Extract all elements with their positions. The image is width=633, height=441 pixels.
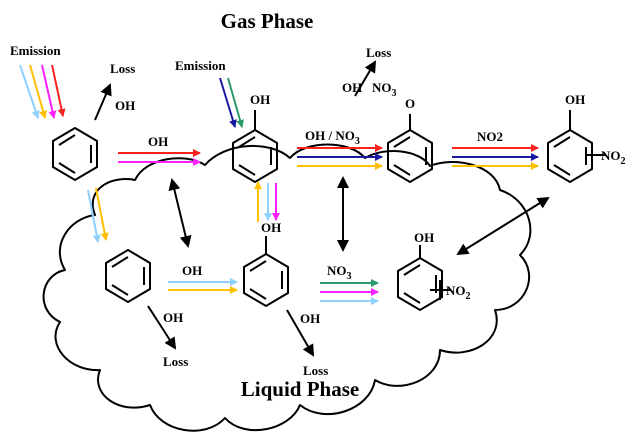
phenol-gas-oh-group: OH (250, 92, 270, 107)
nitrophenol-gas (547, 110, 605, 184)
dissolve-arrow-orange (95, 187, 109, 241)
loss-arrow-phenol-gas (354, 60, 377, 97)
exchange-arrow-nitrophenol (456, 196, 550, 256)
nitrophenol-liquid (397, 245, 450, 312)
phenol-liquid-oh-group: OH (261, 220, 281, 235)
oh-label-benzene-gas-loss: OH (115, 98, 135, 113)
emission-arrow-blue-mid (219, 77, 237, 128)
emission-label-left: Emission (10, 43, 61, 58)
benzene-liquid (105, 248, 151, 304)
emission-arrow-green-mid (227, 77, 244, 128)
emission-arrow-red (51, 64, 66, 117)
no3-label-phenol-gas-loss: NO3 (372, 80, 397, 99)
phenoxy-o-label: O (405, 96, 415, 111)
gas-phase-title: Gas Phase (221, 9, 314, 33)
oh-arrow-label-liquid: OH (182, 263, 202, 278)
loss-label-phenol-liquid: Loss (303, 363, 328, 378)
oh-arrow-label-gas: OH (148, 134, 168, 149)
loss-arrow-benzene-gas (94, 83, 112, 121)
nitrophenol-liquid-no2-group: NO2 (446, 283, 471, 302)
emission-arrow-lightblue (19, 64, 40, 119)
loss-label-phenol-gas: Loss (366, 45, 391, 60)
loss-arrow-benzene-liquid (147, 305, 177, 350)
nitrophenol-gas-oh-group: OH (565, 92, 585, 107)
loss-label-benzene-gas: Loss (110, 61, 135, 76)
liquid-phase-cloud (42, 143, 532, 432)
liquid-phase-title: Liquid Phase (241, 377, 359, 401)
nitrophenol-liquid-oh-group: OH (414, 230, 434, 245)
emission-arrow-magenta (41, 64, 57, 119)
nitrophenol-gas-no2-group: NO2 (601, 148, 626, 167)
exchange-arrow-benzene (168, 178, 192, 248)
no2-arrow-label-gas: NO2 (477, 129, 503, 144)
loss-label-benzene-liquid: Loss (163, 354, 188, 369)
benzene-gas (52, 126, 98, 182)
no3-arrow-label-liquid: NO3 (327, 263, 352, 282)
oh-label-benzene-liquid-loss: OH (163, 310, 183, 325)
oh-label-phenol-liquid-loss: OH (300, 311, 320, 326)
emission-label-mid: Emission (175, 58, 226, 73)
oh-label-phenol-gas-loss: OH (342, 80, 362, 95)
dissolve-arrow-lightblue (87, 189, 101, 243)
phenoxy-radical-gas (387, 114, 433, 184)
phenol-liquid (243, 236, 289, 308)
emission-arrow-orange (29, 64, 47, 119)
ohno3-arrow-label-gas: OH / NO3 (305, 128, 360, 147)
loss-arrow-phenol-liquid (286, 309, 315, 357)
